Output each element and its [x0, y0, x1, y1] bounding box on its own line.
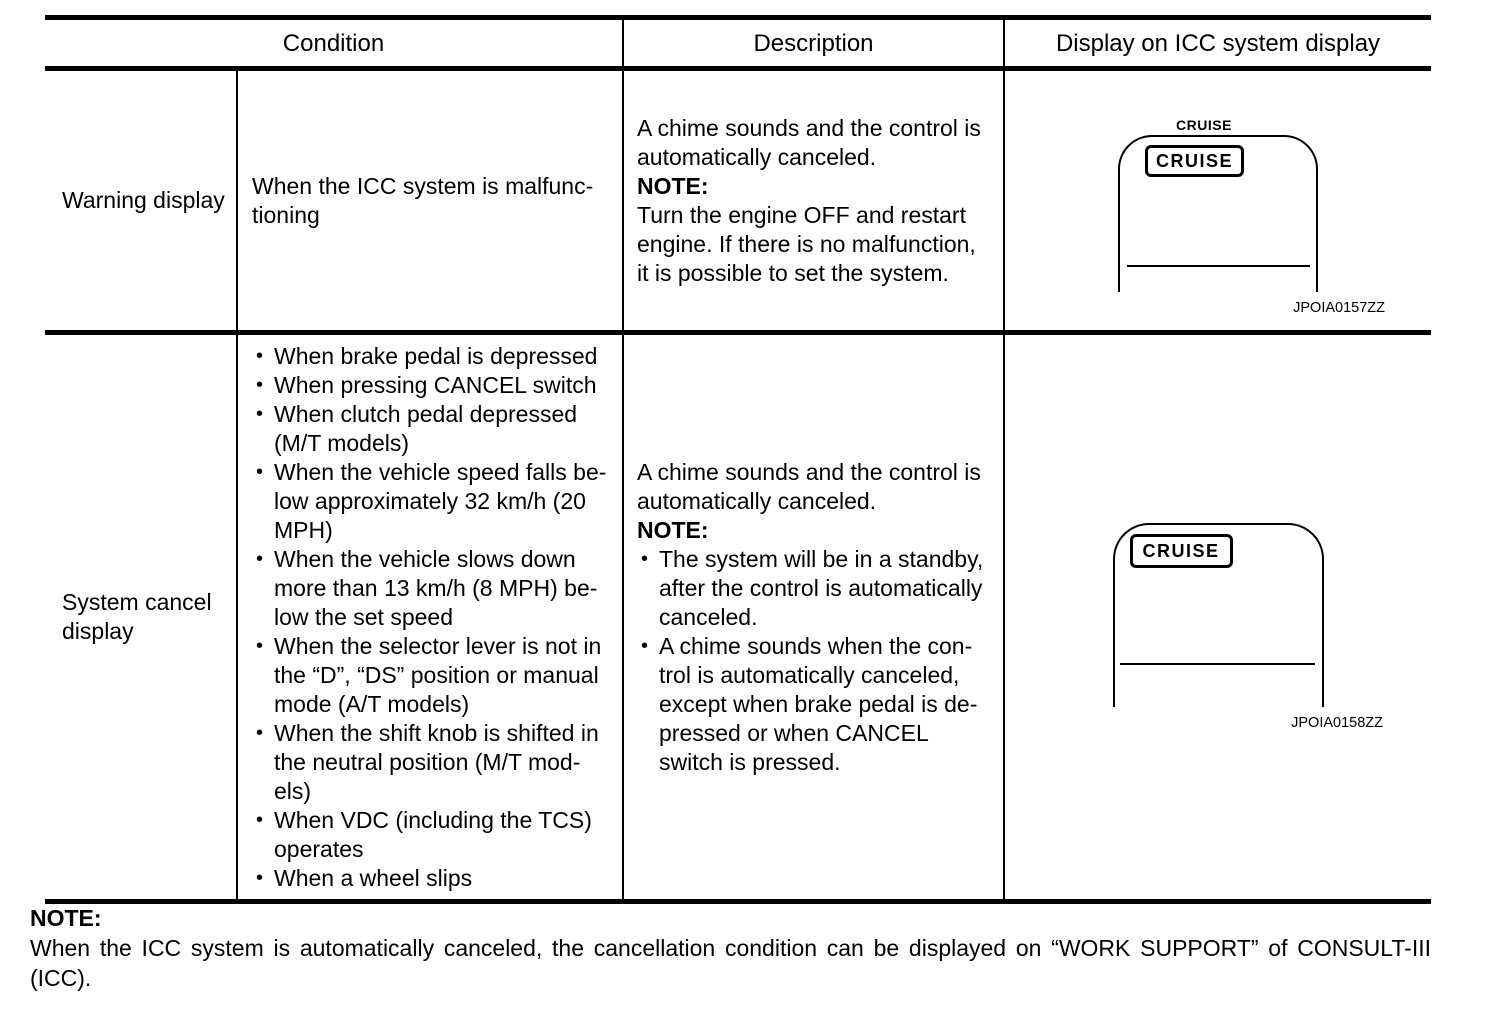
- display-divider-line: [1127, 265, 1310, 267]
- cruise-mode-label: CRUISE: [1176, 117, 1232, 133]
- table-row-system-cancel-display: System cancel display When brake pedal i…: [45, 335, 1431, 899]
- footer-note-text-line1: When the ICC system is automatically can…: [30, 935, 1431, 961]
- note-label: NOTE:: [637, 172, 709, 199]
- display-divider-line: [1119, 663, 1315, 665]
- row-divider-rule: [45, 330, 1431, 335]
- footer-note-text-line2: (ICC).: [30, 965, 92, 991]
- bullet-item: When pressing CANCEL switch: [252, 371, 618, 400]
- bullet-item: When the vehicle speed falls be- low app…: [252, 458, 618, 545]
- display-figure-cell: CRUISE JPOIA0158ZZ: [1005, 335, 1431, 899]
- bullet-item: When a wheel slips: [252, 864, 618, 893]
- table-header-row: Condition Description Display on ICC sys…: [45, 20, 1431, 66]
- row-label-cell: System cancel display: [45, 335, 238, 899]
- display-figure-cell: CRUISE CRUISE JPOIA0157ZZ: [1005, 71, 1431, 330]
- bullet-item: When clutch pedal depressed (M/T models): [252, 400, 618, 458]
- bullet-item: A chime sounds when the con- trol is aut…: [637, 632, 997, 777]
- description-text: A chime sounds and the control is automa…: [637, 114, 981, 170]
- footer-note: NOTE: When the ICC system is automatical…: [30, 903, 1431, 993]
- note-text: Turn the engine OFF and restart engine. …: [637, 201, 976, 286]
- header-cell-description: Description: [624, 20, 1005, 66]
- bullet-item: When brake pedal is depressed: [252, 342, 618, 371]
- figure-code: JPOIA0158ZZ: [1291, 715, 1383, 731]
- bullet-item: When VDC (including the TCS) operates: [252, 806, 618, 864]
- header-label-description: Description: [753, 29, 874, 57]
- row-label: Warning display: [62, 187, 225, 213]
- header-cell-condition: Condition: [45, 20, 624, 66]
- cruise-indicator-badge: CRUISE: [1145, 145, 1245, 177]
- header-bottom-rule: [45, 66, 1431, 71]
- cruise-indicator-badge: CRUISE: [1129, 534, 1233, 568]
- table-top-rule: [45, 15, 1431, 20]
- header-label-condition: Condition: [282, 29, 385, 57]
- figure-code: JPOIA0157ZZ: [1293, 300, 1385, 316]
- instrument-display-outline: CRUISE: [1112, 523, 1324, 707]
- description-cell: A chime sounds and the control is automa…: [624, 71, 1005, 330]
- bullet-item: The system will be in a standby, after t…: [637, 545, 997, 632]
- header-label-display: Display on ICC system display: [1055, 29, 1381, 57]
- row-label: System cancel display: [62, 589, 212, 644]
- note-bullet-list: The system will be in a standby, after t…: [637, 545, 997, 777]
- header-cell-display: Display on ICC system display: [1005, 20, 1431, 66]
- description-cell: A chime sounds and the control is automa…: [624, 335, 1005, 899]
- bullet-item: When the vehicle slows down more than 13…: [252, 545, 618, 632]
- table-bottom-rule: [45, 899, 1431, 904]
- icc-condition-table: Condition Description Display on ICC sys…: [45, 15, 1431, 904]
- instrument-display-outline: CRUISE: [1118, 135, 1318, 292]
- bullet-item: When the shift knob is shifted in the ne…: [252, 719, 618, 806]
- condition-bullet-list: When brake pedal is depressedWhen pressi…: [252, 342, 618, 893]
- note-label: NOTE:: [637, 516, 709, 543]
- condition-cell: When brake pedal is depressedWhen pressi…: [238, 335, 624, 899]
- bullet-item: When the selector lever is not in the “D…: [252, 632, 618, 719]
- condition-cell: When the ICC system is malfunc- tioning: [238, 71, 624, 330]
- note-label: NOTE:: [30, 905, 102, 931]
- row-label-cell: Warning display: [45, 71, 238, 330]
- description-text: A chime sounds and the control is automa…: [637, 458, 981, 514]
- condition-text: When the ICC system is malfunc- tioning: [252, 172, 594, 228]
- table-row-warning-display: Warning display When the ICC system is m…: [45, 71, 1431, 330]
